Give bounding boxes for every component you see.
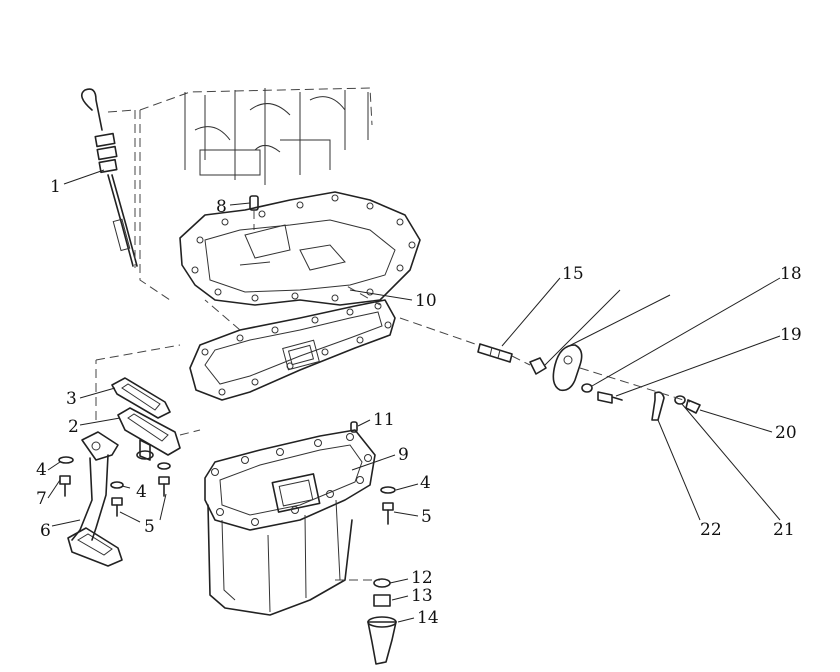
bolt-hole bbox=[211, 468, 219, 476]
bolt-hole bbox=[276, 448, 284, 456]
label-15: 15 bbox=[562, 264, 584, 284]
sensor-assembly bbox=[399, 289, 701, 421]
label-5a: 5 bbox=[144, 517, 155, 537]
engine-block-outline bbox=[139, 87, 373, 301]
bolt-hole bbox=[214, 288, 222, 296]
bolt-hole bbox=[286, 362, 294, 370]
label-2: 2 bbox=[68, 417, 79, 437]
label-4b: 4 bbox=[136, 482, 147, 502]
label-14: 14 bbox=[417, 608, 439, 628]
label-11: 11 bbox=[373, 410, 395, 430]
bolt-hole bbox=[346, 308, 354, 316]
bolt-hole bbox=[258, 210, 266, 218]
label-20: 20 bbox=[775, 423, 797, 443]
bolt-hole bbox=[241, 456, 249, 464]
bolt-hole bbox=[291, 506, 299, 514]
label-19: 19 bbox=[780, 325, 802, 345]
bolt-hole bbox=[331, 194, 339, 202]
bolt-hole bbox=[384, 321, 392, 329]
label-21: 21 bbox=[773, 520, 795, 540]
label-7: 7 bbox=[36, 489, 47, 509]
bolt-hole bbox=[408, 241, 416, 249]
label-22: 22 bbox=[700, 520, 722, 540]
bolt-hole bbox=[291, 292, 299, 300]
label-5b: 5 bbox=[421, 507, 432, 527]
label-10: 10 bbox=[415, 291, 437, 311]
oil-strainer-pipe bbox=[67, 344, 201, 567]
crankcase-lower-face bbox=[179, 191, 421, 306]
bolt-hole bbox=[296, 201, 304, 209]
bolt-hole bbox=[216, 508, 224, 516]
label-8: 8 bbox=[216, 197, 227, 217]
bolt-hole bbox=[321, 348, 329, 356]
bolt-hole bbox=[201, 348, 209, 356]
oil-pan-gasket bbox=[189, 284, 396, 401]
bolt-hole bbox=[366, 202, 374, 210]
label-4a: 4 bbox=[36, 460, 47, 480]
bolt-hole bbox=[221, 218, 229, 226]
strainer-gasket bbox=[111, 377, 171, 419]
bolt-hole bbox=[251, 378, 259, 386]
bolt-hole bbox=[196, 236, 204, 244]
bolt-hole bbox=[326, 490, 334, 498]
bolt-hole bbox=[271, 326, 279, 334]
label-3: 3 bbox=[66, 389, 77, 409]
label-13: 13 bbox=[411, 586, 433, 606]
oil-pan bbox=[204, 429, 380, 616]
bolt-hole bbox=[356, 336, 364, 344]
bolt-hole bbox=[314, 439, 322, 447]
bolt-washer-set bbox=[58, 456, 396, 525]
bolt-hole bbox=[191, 266, 199, 274]
bolt-hole bbox=[218, 388, 226, 396]
bolt-hole bbox=[366, 288, 374, 296]
dipstick bbox=[80, 88, 138, 268]
strainer-cover-plate bbox=[117, 407, 181, 461]
bolt-hole bbox=[251, 518, 259, 526]
bolt-hole bbox=[396, 218, 404, 226]
label-4c: 4 bbox=[420, 473, 431, 493]
bolt-hole bbox=[346, 433, 354, 441]
bolt-hole bbox=[356, 476, 364, 484]
bolt-hole bbox=[374, 302, 382, 310]
bolt-hole bbox=[331, 294, 339, 302]
drain-plug-set bbox=[350, 421, 397, 665]
label-12: 12 bbox=[411, 568, 433, 588]
leader-lines bbox=[47, 169, 781, 623]
label-1: 1 bbox=[50, 177, 61, 197]
bolt-hole bbox=[251, 294, 259, 302]
dowel-pin bbox=[249, 195, 259, 230]
bolt-hole bbox=[396, 264, 404, 272]
label-9: 9 bbox=[398, 445, 409, 465]
bolt-hole bbox=[311, 316, 319, 324]
label-6: 6 bbox=[40, 521, 51, 541]
part-labels: 1 8 10 15 18 19 3 2 11 20 9 4 4 4 7 5 5 … bbox=[36, 177, 802, 628]
bolt-hole bbox=[364, 454, 372, 462]
bolt-hole bbox=[236, 334, 244, 342]
label-18: 18 bbox=[780, 264, 802, 284]
